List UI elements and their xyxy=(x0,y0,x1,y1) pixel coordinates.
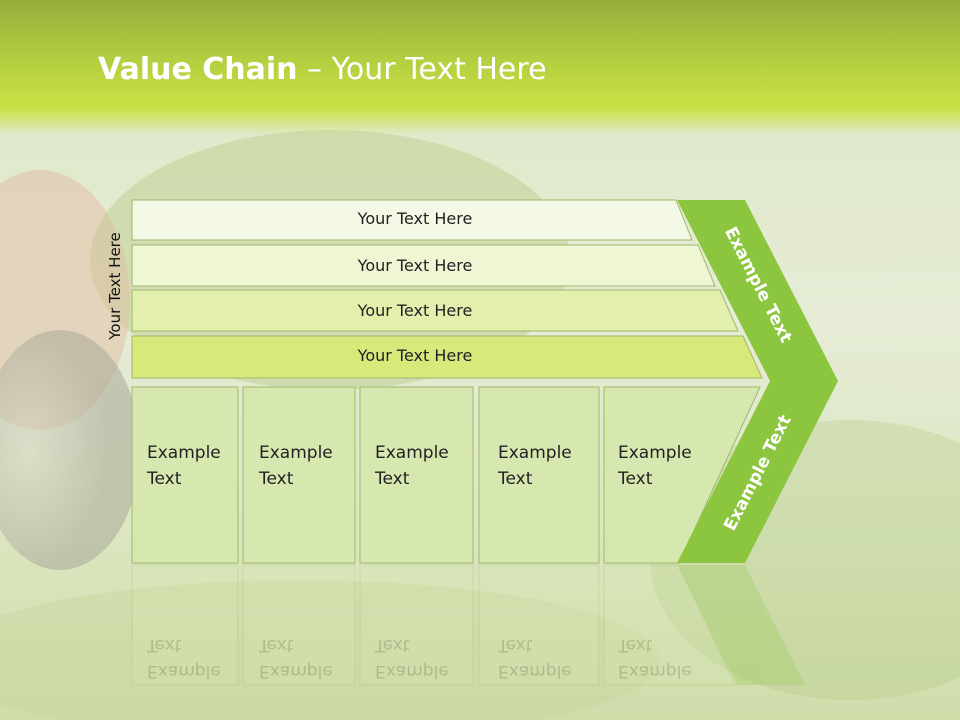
row-2-label: Your Text Here xyxy=(357,256,473,275)
cell-5-line1: Example xyxy=(618,443,692,463)
row-4-label: Your Text Here xyxy=(357,346,473,365)
cell-5-line2: Text xyxy=(618,469,653,489)
title-bold: Value Chain xyxy=(98,52,298,87)
title-rest: – Your Text Here xyxy=(297,52,547,87)
title-bar xyxy=(0,0,960,135)
cell-3-line1: Example xyxy=(375,443,449,463)
cell-2-line2: Text xyxy=(259,469,294,489)
cell-2-line1: Example xyxy=(259,443,333,463)
row-3-label: Your Text Here xyxy=(357,301,473,320)
cell-1-line2: Text xyxy=(147,469,182,489)
cell-1-line1: Example xyxy=(147,443,221,463)
cell-4-line1: Example xyxy=(498,443,572,463)
cell-4-line2: Text xyxy=(498,469,533,489)
page-title: Value Chain – Your Text Here xyxy=(98,52,547,87)
row-1-label: Your Text Here xyxy=(357,209,473,228)
side-label: Your Text Here xyxy=(106,232,124,340)
cell-3-line2: Text xyxy=(375,469,410,489)
